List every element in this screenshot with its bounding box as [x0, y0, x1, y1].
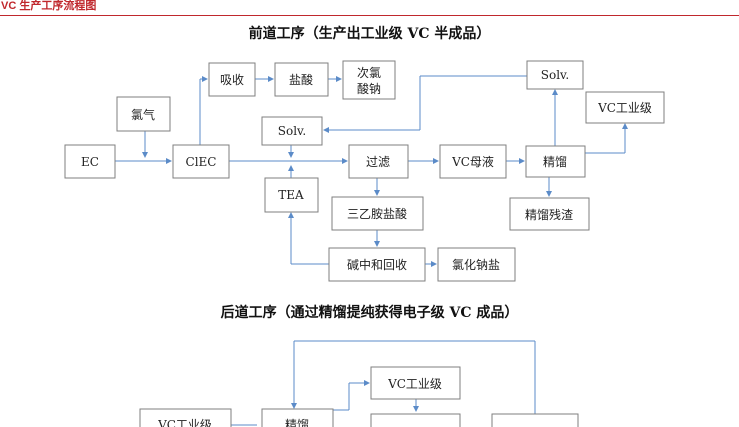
header-divider [0, 15, 739, 16]
node-ec: EC [64, 144, 116, 179]
node-guolv: 过滤 [348, 144, 409, 179]
node-jingliucanzha: 精馏残渣 [509, 197, 590, 231]
node-label: TEA [278, 188, 304, 202]
node-sanyiansuanyan: 三乙胺盐酸 [331, 196, 424, 231]
node-label: 吸收 [220, 73, 244, 87]
back-node-next [370, 413, 461, 427]
node-label: 氯化钠盐 [452, 257, 500, 272]
node-label: 过滤 [366, 155, 390, 169]
node-label: VC工业级 [157, 418, 212, 427]
node-solv-mid: Solv. [261, 116, 323, 146]
node-tea: TEA [264, 177, 319, 213]
node-label: Solv. [278, 124, 306, 138]
node-jianzhong: 碱中和回收 [328, 247, 426, 282]
node-label: 氯气 [131, 107, 155, 122]
node-label: VC工业级 [387, 377, 442, 391]
node-label: 精馏 [543, 155, 567, 169]
node-label: 酸钠 [357, 81, 381, 96]
node-vcmuye: VC母液 [439, 144, 507, 179]
node-ciluanaci: 次氯 酸钠 [342, 60, 396, 100]
node-clec: ClEC [172, 144, 230, 179]
connectors [115, 75, 628, 426]
node-label: 碱中和回收 [347, 257, 407, 272]
node-xishou: 吸收 [208, 62, 256, 97]
node-solv-top: Solv. [526, 60, 584, 90]
node-label: 三乙胺盐酸 [347, 206, 407, 221]
figure-title: VC 生产工序流程图 [1, 0, 97, 12]
node-label: 盐酸 [289, 72, 313, 87]
back-node-vc-industrial-left: VC工业级 [139, 408, 232, 427]
report-header: VC 生产工序流程图 [0, 0, 739, 16]
back-node-right [491, 413, 579, 427]
node-label: ClEC [186, 155, 217, 169]
node-label: 次氯 [357, 66, 381, 80]
back-process-title: 后道工序（通过精馏提纯获得电子级 VC 成品） [220, 305, 519, 321]
node-jingliu: 精馏 [525, 145, 586, 178]
node-label: VC工业级 [597, 101, 652, 115]
node-label: VC母液 [451, 154, 494, 169]
node-yansuan: 盐酸 [274, 62, 329, 97]
node-label: EC [81, 155, 99, 169]
front-process-title: 前道工序（生产出工业级 VC 半成品） [248, 26, 491, 42]
node-luqi: 氯气 [116, 96, 171, 132]
node-label: Solv. [541, 68, 569, 82]
node-vc-industrial: VC工业级 [585, 91, 665, 124]
back-node-vc-industrial-top: VC工业级 [370, 366, 461, 400]
node-label: 精馏残渣 [525, 208, 573, 222]
back-node-jingliu: 精馏 [261, 408, 334, 427]
node-label: 精馏 [285, 418, 309, 427]
node-lvhuanayan: 氯化钠盐 [437, 247, 516, 282]
